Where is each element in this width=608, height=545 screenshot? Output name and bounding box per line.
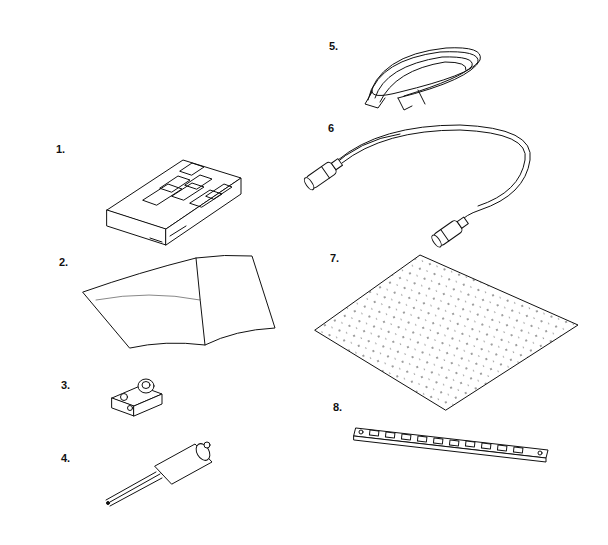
callout-number: 7.	[330, 253, 339, 264]
callout-number: 6	[328, 123, 334, 134]
connector-cable	[303, 125, 531, 248]
callout-number: 2.	[59, 257, 68, 268]
callout-number: 4.	[61, 453, 70, 464]
probe-sensor	[106, 441, 213, 506]
terminal-strip	[354, 428, 548, 462]
manual-booklet	[83, 255, 275, 348]
coiled-cable	[365, 48, 480, 110]
callout-number: 8.	[333, 402, 342, 413]
perforated-sheet	[315, 255, 578, 410]
adapter-plug	[112, 379, 162, 416]
callout-number: 5.	[329, 41, 338, 52]
callout-number: 3.	[61, 380, 70, 391]
callout-number: 1.	[56, 144, 65, 155]
control-box	[107, 160, 241, 245]
